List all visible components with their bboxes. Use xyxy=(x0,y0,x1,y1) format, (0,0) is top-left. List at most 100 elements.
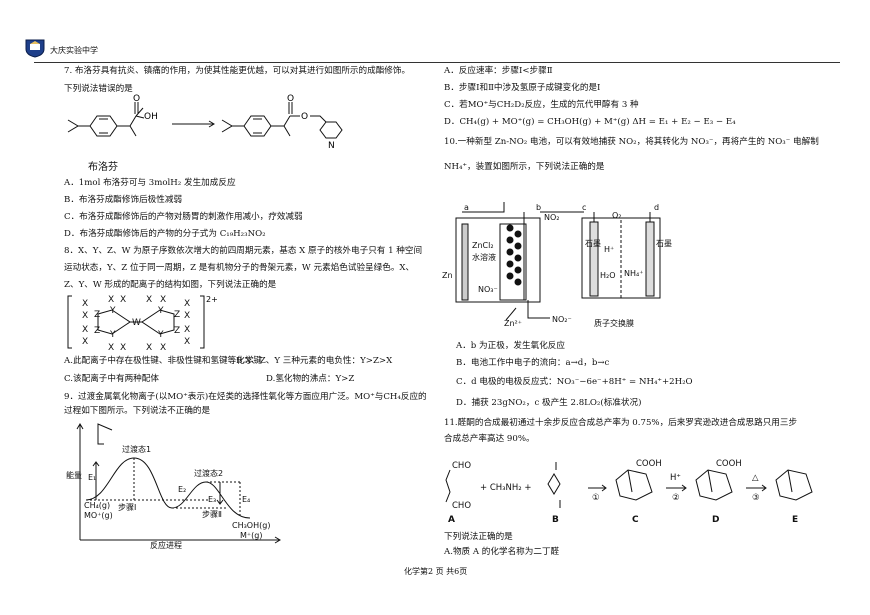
svg-text:X: X xyxy=(184,337,190,347)
ts1-label: 过渡态1 xyxy=(122,444,151,454)
graphite-right-label: 石墨 xyxy=(656,239,672,248)
q9-option-a: A．反应速率：步骤Ⅰ<步骤Ⅱ xyxy=(444,66,553,76)
svg-text:X: X xyxy=(184,299,190,309)
svg-text:X: X xyxy=(184,325,190,335)
school-name: 大庆实验中学 xyxy=(50,46,98,55)
ibuprofen-esterification-figure: OH O O O N xyxy=(67,94,343,151)
q9-option-c: C．若MO⁺与CH₂D₂反应，生成的氘代甲醇有 3 种 xyxy=(444,100,639,110)
h2o-label: H₂O xyxy=(600,271,616,280)
q7-molecule-name: 布洛芬 xyxy=(88,162,118,173)
cho-top-label: CHO xyxy=(452,461,471,471)
page-header xyxy=(34,38,840,63)
zn2plus-label: Zn²⁺ xyxy=(504,319,522,328)
e3-label: E₃ xyxy=(208,495,216,504)
e2-label: E₂ xyxy=(178,485,186,494)
q10-stem-line2: NH₄⁺，装置如图所示，下列说法正确的是 xyxy=(444,162,605,172)
q8-option-b: B.X、Z、Y 三种元素的电负性：Y>Z>X xyxy=(236,356,393,366)
svg-text:X: X xyxy=(120,295,126,305)
electrode-d-label: d xyxy=(654,203,659,212)
step-1-marker: ① xyxy=(592,493,600,503)
svg-text:X: X xyxy=(160,295,166,305)
svg-text:Y: Y xyxy=(109,330,116,340)
electrode-a-label: a xyxy=(464,203,469,212)
pyridine-n-label: N xyxy=(328,141,335,151)
q9-stem-line2: 过程如下图所示。下列说法不正确的是 xyxy=(64,406,211,416)
no2-minus-label: NO₂⁻ xyxy=(552,315,572,324)
ibuprofen-oh-label: OH xyxy=(144,112,158,122)
q10-option-a: A．b 为正极，发生氧化反应 xyxy=(456,341,565,351)
electrode-b-label: b xyxy=(536,203,541,212)
energy-axis-label: 能量 xyxy=(66,470,82,480)
q10-option-d: D．捕获 23gNO₂，c 极产生 2.8LO₂(标准状况) xyxy=(456,398,642,408)
svg-text:X: X xyxy=(82,337,88,347)
ts2-label: 过渡态2 xyxy=(194,468,223,478)
q7-option-c: C．布洛芬成酯修饰后的产物对肠胃的刺激作用减小，疗效减弱 xyxy=(64,212,303,222)
product-m: M⁺(g) xyxy=(240,531,262,540)
svg-text:Z: Z xyxy=(94,326,100,336)
product-ch3oh: CH₃OH(g) xyxy=(232,521,270,530)
svg-text:X: X xyxy=(82,311,88,321)
graphite-left-label: 石墨 xyxy=(585,239,601,248)
page-footer: 化学第2 页 共6页 xyxy=(404,567,468,576)
q10-option-c: C．d 电极的电极反应式：NO₃⁻−6e⁻+8H⁺ = NH₄⁺+2H₂O xyxy=(456,377,693,387)
q9-option-d: D．CH₄(g) + MO⁺(g) = CH₃OH(g) + M⁺(g) ΔH … xyxy=(444,117,736,127)
nh4-label: NH₄⁺ xyxy=(624,269,643,278)
step1-label: 步骤Ⅰ xyxy=(118,503,136,512)
q11-question: 下列说法正确的是 xyxy=(444,532,513,542)
q7-option-d: D．布洛芬成酯修饰后的产物的分子式为 C₁₉H₂₃NO₂ xyxy=(64,229,266,239)
q7-option-a: A．1mol 布洛芬可与 3molH₂ 发生加成反应 xyxy=(64,178,236,188)
svg-text:Y: Y xyxy=(157,330,164,340)
no2-inlet-label: NO₂ xyxy=(544,213,560,222)
zncl2-label: ZnCl₂ xyxy=(472,241,494,250)
solution-label: 水溶液 xyxy=(472,252,496,262)
e4-label: E₄ xyxy=(242,495,250,504)
q11-stem-line2: 合成总产率高达 90%。 xyxy=(444,434,535,444)
reactant-mo: MO⁺(g) xyxy=(84,511,113,520)
no3-label: NO₃⁻ xyxy=(478,285,498,294)
svg-text:X: X xyxy=(160,343,166,352)
e1-label: E₁ xyxy=(88,473,96,482)
compound-d-label: D xyxy=(712,515,719,525)
q11-stem-line1: 11.醛酮的合成最初通过十余步反应合成总产率为 0.75%，后来罗宾逊改进合成思… xyxy=(444,418,798,428)
q9-option-b: B．步骤Ⅰ和Ⅱ中涉及氢原子成键变化的是Ⅰ xyxy=(444,83,601,93)
cho-bottom-label: CHO xyxy=(452,501,471,511)
ester-carbonyl-o-label: O xyxy=(287,94,294,104)
tropinone-synthesis-scheme: CHO CHO + CH₃NH₂ + COOH COOH H⁺ △ ① ② ③ … xyxy=(445,459,813,525)
compound-b-label: B xyxy=(552,515,559,525)
ester-o-label: O xyxy=(301,112,308,122)
q8-option-d: D.氢化物的沸点：Y>Z xyxy=(266,374,355,384)
q7-option-b: B．布洛芬成酯修饰后极性减弱 xyxy=(64,195,183,205)
compound-c-label: C xyxy=(632,515,639,525)
c-cooh-label: COOH xyxy=(636,459,662,469)
q8-option-a: A.此配离子中存在极性键、非极性键和氢键等化学键 xyxy=(64,356,263,366)
q8-stem-line2: 运动状态，Y、Z 位于同一周期，Z 是有机物分子的骨架元素，W 元素焰色试验呈绿… xyxy=(64,263,415,273)
d-cooh-label: COOH xyxy=(716,459,742,469)
step-3-marker: ③ xyxy=(752,493,760,503)
svg-text:Z: Z xyxy=(174,310,180,320)
q10-stem-line1: 10.一种新型 Zn-NO₂ 电池，可以有效地捕获 NO₂，将其转化为 NO₃⁻… xyxy=(444,137,819,147)
electrode-c-label: c xyxy=(582,203,586,212)
membrane-label: 质子交换膜 xyxy=(594,318,634,328)
compound-e-label: E xyxy=(792,515,798,525)
svg-text:Y: Y xyxy=(157,306,164,316)
svg-text:X: X xyxy=(146,295,152,305)
q11-option-a: A.物质 A 的化学名称为二丁醛 xyxy=(444,547,560,557)
reactant-ch4: CH₄(g) xyxy=(84,501,110,510)
q7-stem-line1: 7. 布洛芬具有抗炎、镇痛的作用，为使其性能更优越，可以对其进行如图所示的成酯修… xyxy=(64,66,411,76)
complex-charge-label: 2+ xyxy=(206,295,218,304)
svg-text:X: X xyxy=(108,343,114,352)
q8-stem-line3: Z、Y、W 形成的配离子的结构如图，下列说法正确的是 xyxy=(64,280,277,290)
school-logo-icon xyxy=(25,39,45,58)
svg-text:X: X xyxy=(146,343,152,352)
svg-text:Z: Z xyxy=(174,326,180,336)
o2-label: O₂ xyxy=(612,211,622,220)
methylamine-label: + CH₃NH₂ + xyxy=(480,483,532,493)
svg-text:X: X xyxy=(82,325,88,335)
ibuprofen-o-label: O xyxy=(133,94,140,104)
compound-a-label: A xyxy=(448,515,455,525)
svg-text:W: W xyxy=(132,318,141,328)
svg-text:Y: Y xyxy=(109,306,116,316)
q10-option-b: B．电池工作中电子的流向：a→d，b→c xyxy=(456,358,610,368)
h-plus-reagent: H⁺ xyxy=(670,473,681,483)
